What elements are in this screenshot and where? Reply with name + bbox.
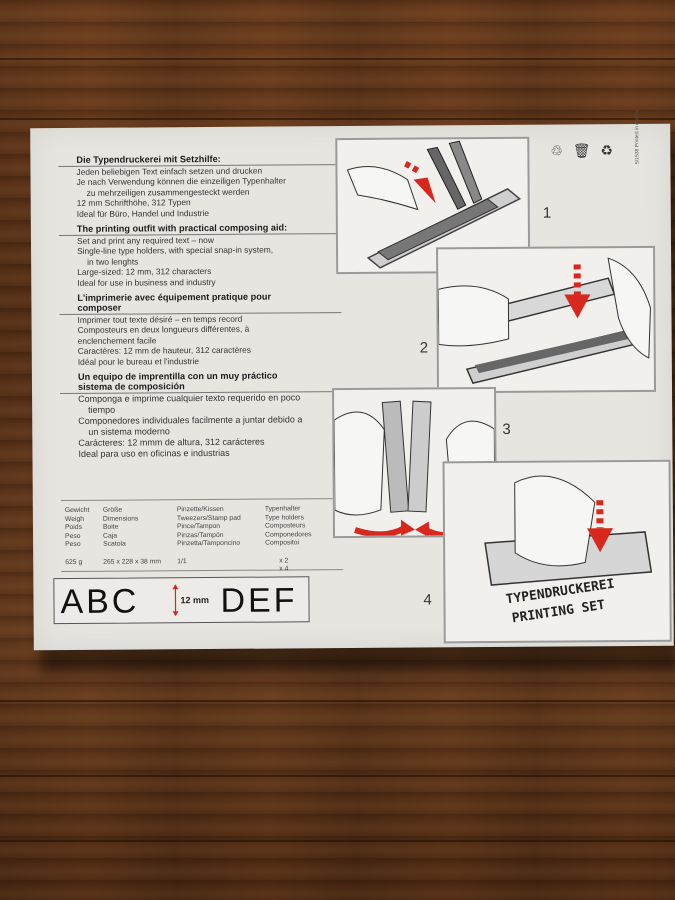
text-line: Ideal for use in business and industry — [77, 276, 216, 288]
text-fr: Imprimer tout texte désiré – en temps re… — [59, 313, 341, 367]
sample-size-label: 12 mm — [180, 595, 210, 606]
trash-bin-icon: 🗑 — [572, 142, 591, 159]
stamping-drawing — [484, 475, 653, 586]
step-number-1: 1 — [542, 204, 552, 222]
step-4-illustration: TYPENDRUCKEREI PRINTING SET — [442, 459, 672, 644]
arrow-down-icon — [586, 500, 613, 553]
height-arrow-icon — [172, 584, 179, 617]
text-line: Idéal pour le bureau et l'industrie — [77, 355, 200, 367]
printing-set-box: Die Typendruckerei mit Setzhilfe: Jeden … — [30, 109, 674, 651]
step-2-illustration — [436, 245, 657, 394]
plank-seam — [0, 840, 675, 842]
heading-line: composer — [77, 302, 122, 313]
step-number-3: 3 — [502, 420, 511, 438]
recycling-icons: ♲ 🗑 ♻ — [550, 142, 613, 159]
arrow-down-icon — [403, 161, 436, 204]
text-line: Ideal para uso en oficinas e industrias — [78, 447, 230, 460]
tweezers-holder-drawing — [346, 140, 522, 269]
holder-snap-drawing — [437, 257, 651, 385]
text-line: Ideal für Büro, Handel und Industrie — [76, 207, 210, 219]
arrow-down-icon — [564, 264, 591, 319]
heading-fr: L'imprimerie avec équipement pratique po… — [59, 289, 342, 316]
type-size-sample: ABC 12 mm DEF — [53, 576, 310, 625]
description-column: Die Typendruckerei mit Setzhilfe: Jeden … — [58, 148, 343, 460]
plank-seam — [0, 775, 675, 777]
recycle-arrows-icon: ♻ — [600, 142, 614, 159]
step-number-2: 2 — [419, 339, 429, 357]
sample-letters-left: ABC — [60, 582, 140, 622]
side-print: 5/1538 Printed in Austria — [634, 109, 641, 165]
sample-letters-right: DEF — [220, 581, 298, 620]
text-es: Componga e imprime cualquier texto reque… — [60, 392, 342, 460]
plank-seam — [0, 700, 675, 702]
step-number-4: 4 — [423, 591, 432, 609]
plank-seam — [0, 118, 675, 120]
text-de: Jeden beliebigen Text einfach setzen und… — [58, 165, 340, 219]
recycle-icon: ♲ — [550, 142, 563, 159]
heading-es: Un equipo de imprentilla con un muy prác… — [59, 368, 343, 395]
heading-line: sistema de composición — [77, 381, 185, 393]
text-en: Set and print any required text – now Si… — [59, 234, 341, 288]
plank-seam — [0, 58, 675, 60]
step-1-illustration — [335, 136, 531, 275]
